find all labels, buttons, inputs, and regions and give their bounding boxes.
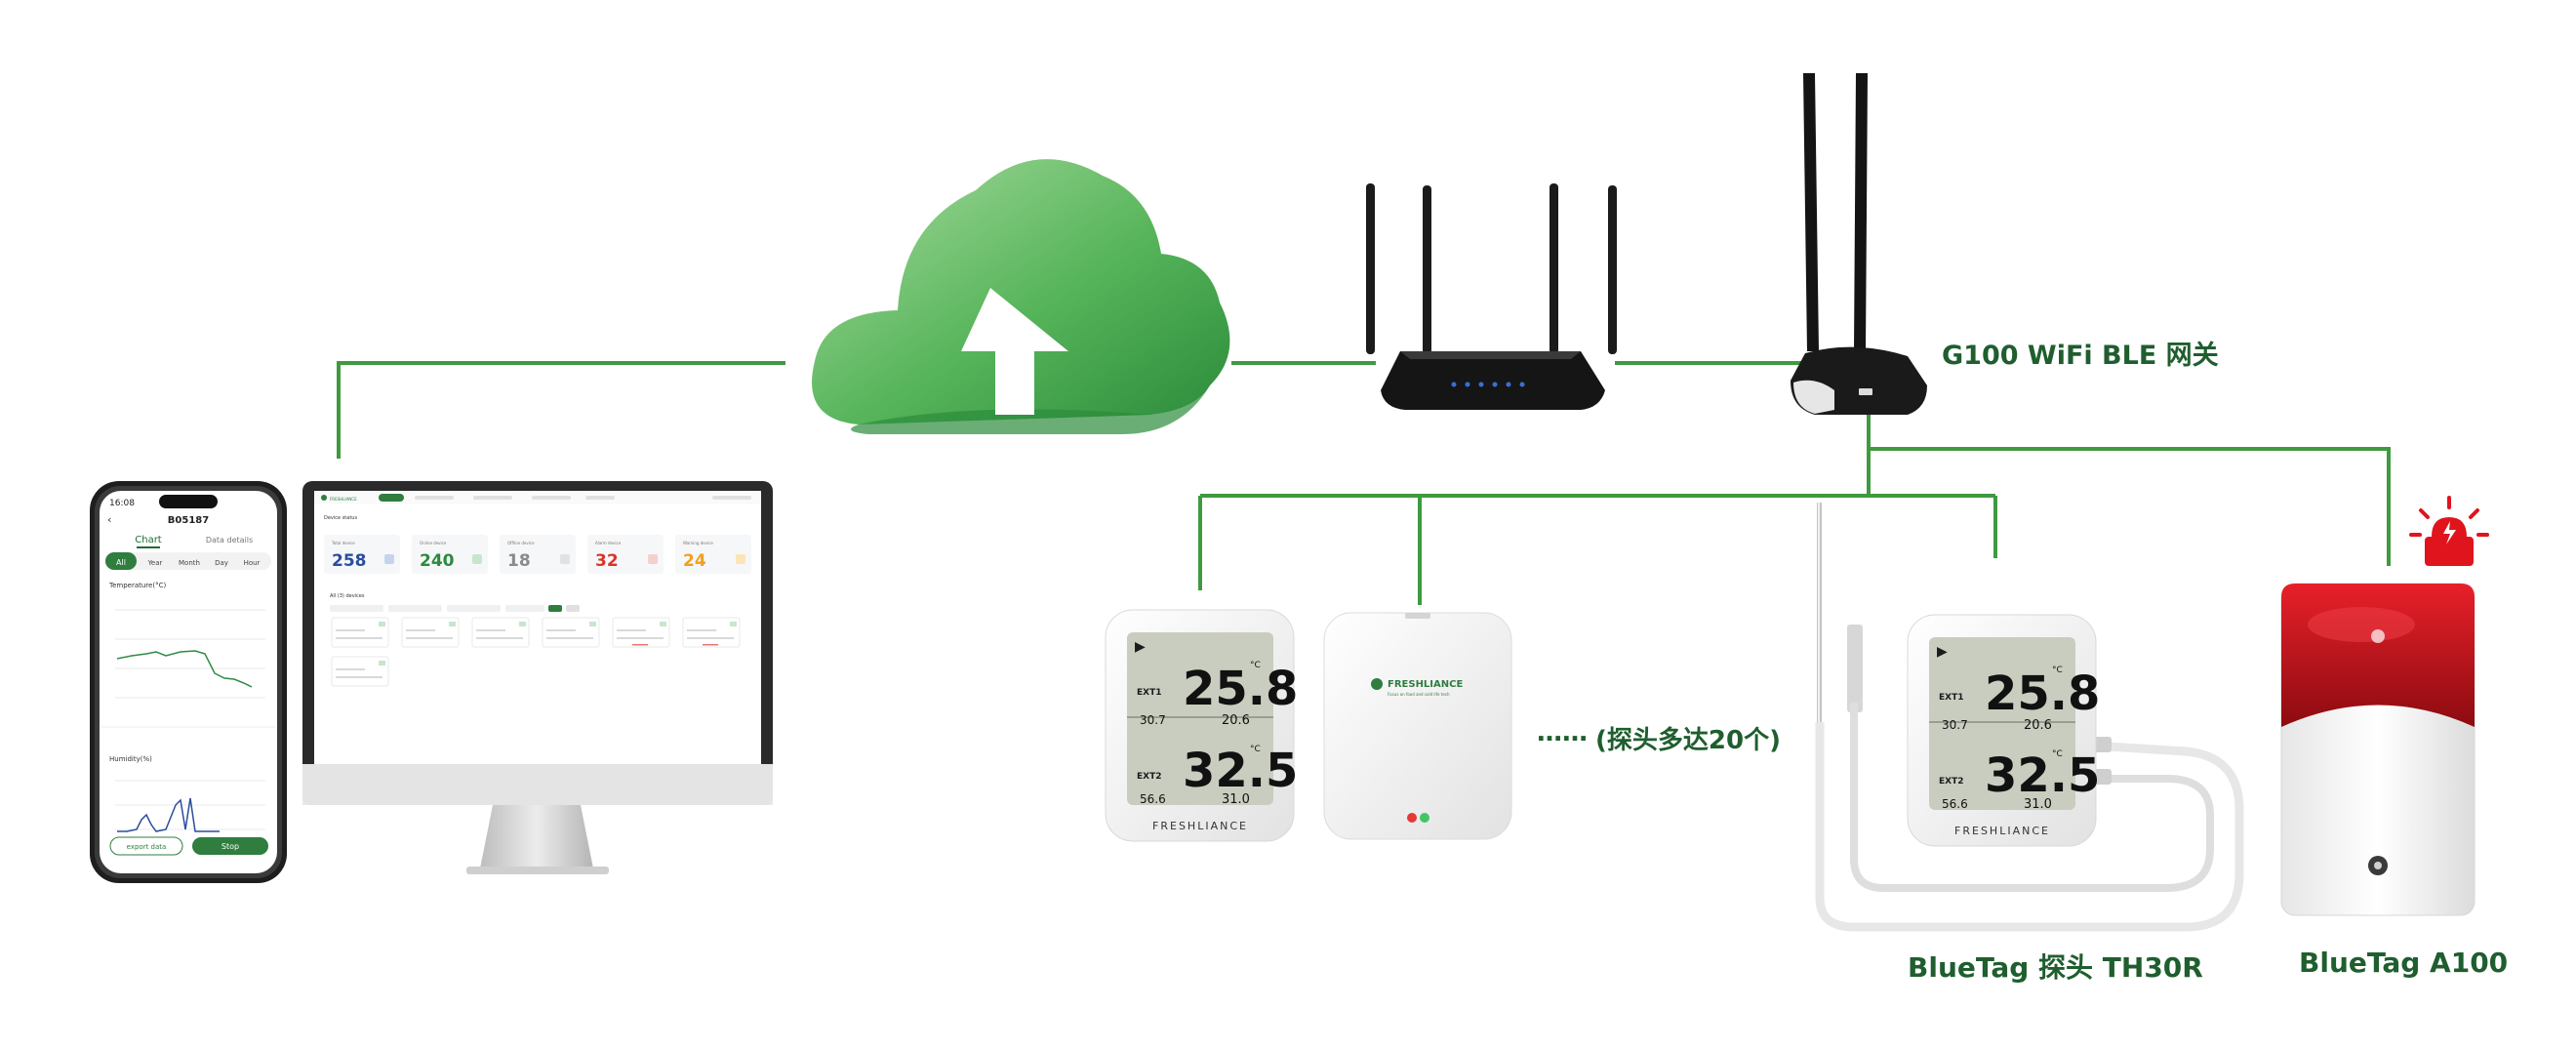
svg-text:31.0: 31.0 bbox=[2024, 797, 2052, 812]
probe-sensor-device: ▶ EXT1 25.8 °C 30.7 20.6 EXT2 32.5 °C 56… bbox=[1815, 503, 2244, 932]
stat-card: Offline device 18 bbox=[500, 535, 576, 574]
segment-month[interactable]: Month bbox=[179, 559, 200, 567]
dashboard-brand: FRESHLIANCE bbox=[330, 497, 357, 502]
sensor-device-left: ▶ EXT1 25.8 °C 30.7 20.6 EXT2 32.5 °C 56… bbox=[1105, 609, 1298, 842]
svg-text:Alarm device: Alarm device bbox=[595, 541, 622, 545]
svg-text:56.6: 56.6 bbox=[1942, 797, 1968, 811]
temperature-section: Temperature(°C) bbox=[108, 582, 166, 589]
tab-data-details[interactable]: Data details bbox=[206, 536, 253, 545]
svg-text:56.6: 56.6 bbox=[1140, 792, 1166, 806]
svg-text:FRESHLIANCE: FRESHLIANCE bbox=[1954, 825, 2050, 837]
device-status-heading: Device status bbox=[324, 515, 357, 521]
probe-ext2-temperature: 32.5 bbox=[1985, 748, 2100, 803]
alarm-label: BlueTag A100 bbox=[2299, 947, 2509, 979]
svg-text:EXT2: EXT2 bbox=[1939, 777, 1964, 787]
svg-text:°C: °C bbox=[1250, 661, 1261, 670]
probe-ext1-temperature: 25.8 bbox=[1985, 666, 2100, 721]
ext2-label: EXT2 bbox=[1137, 772, 1162, 782]
svg-text:°C: °C bbox=[2052, 749, 2063, 759]
segment-day[interactable]: Day bbox=[215, 559, 228, 567]
svg-text:Total device: Total device bbox=[331, 541, 355, 545]
beacon-brand: FRESHLIANCE bbox=[1388, 679, 1463, 690]
probe-sensor-label: BlueTag 探头 TH30R bbox=[1908, 951, 2203, 984]
stat-offline-value: 18 bbox=[507, 551, 531, 571]
tab-chart[interactable]: Chart bbox=[135, 535, 162, 545]
stat-card: Alarm device 32 bbox=[587, 535, 664, 574]
cloud-icon bbox=[812, 159, 1230, 434]
svg-text:30.7: 30.7 bbox=[1140, 713, 1166, 727]
phone-time: 16:08 bbox=[109, 499, 135, 508]
stat-online-value: 240 bbox=[420, 551, 455, 571]
svg-text:31.0: 31.0 bbox=[1222, 792, 1250, 807]
sensor-brand: FRESHLIANCE bbox=[1152, 820, 1248, 832]
ext1-temperature: 25.8 bbox=[1183, 662, 1298, 716]
monitor-device: FRESHLIANCE Device status Total device 2… bbox=[302, 481, 773, 874]
stat-alarm-value: 32 bbox=[595, 551, 619, 571]
svg-text:‹: ‹ bbox=[107, 513, 111, 526]
more-probes-dots: …… bbox=[1537, 718, 1588, 747]
phone-title: B05187 bbox=[168, 515, 209, 526]
ext2-temperature: 32.5 bbox=[1183, 744, 1298, 798]
gateway-label: G100 WiFi BLE 网关 bbox=[1942, 341, 2219, 371]
export-data-button[interactable]: export data bbox=[127, 843, 167, 851]
svg-text:Offline device: Offline device bbox=[507, 541, 535, 545]
phone-device: 16:08 B05187 ‹ Chart Data details All Ye… bbox=[90, 481, 287, 883]
svg-text:Warning device: Warning device bbox=[683, 541, 713, 545]
gateway-icon bbox=[1791, 73, 1927, 415]
device-list-heading: All (3) devices bbox=[330, 593, 365, 599]
svg-text:20.6: 20.6 bbox=[1222, 713, 1250, 728]
humidity-section: Humidity(%) bbox=[109, 755, 152, 763]
segment-all[interactable]: All bbox=[116, 558, 126, 567]
stat-card: Online device 240 bbox=[412, 535, 488, 574]
stop-button[interactable]: Stop bbox=[221, 842, 239, 851]
svg-text:30.7: 30.7 bbox=[1942, 718, 1968, 732]
svg-text:°C: °C bbox=[1250, 745, 1261, 754]
stat-warning-value: 24 bbox=[683, 551, 706, 571]
svg-text:EXT1: EXT1 bbox=[1939, 693, 1964, 703]
probe-count-note: (探头多达20个) bbox=[1595, 726, 1781, 755]
svg-text:20.6: 20.6 bbox=[2024, 718, 2052, 733]
ext1-label: EXT1 bbox=[1137, 688, 1162, 698]
stat-card: Total device 258 bbox=[324, 535, 400, 574]
temperature-line bbox=[116, 650, 253, 688]
stat-total-value: 258 bbox=[332, 551, 367, 571]
svg-text:▶: ▶ bbox=[1135, 639, 1146, 655]
beacon-tagline: Focus on food and cold life tech bbox=[1388, 692, 1450, 697]
humidity-line bbox=[117, 797, 220, 832]
segment-hour[interactable]: Hour bbox=[244, 559, 261, 567]
stat-card: Warning device 24 bbox=[675, 535, 751, 574]
alarm-device bbox=[2280, 496, 2489, 916]
segment-year[interactable]: Year bbox=[147, 559, 163, 567]
svg-text:°C: °C bbox=[2052, 666, 2063, 675]
svg-text:Online device: Online device bbox=[420, 541, 447, 545]
siren-icon bbox=[2409, 496, 2489, 566]
router-icon bbox=[1366, 183, 1617, 410]
svg-text:▶: ▶ bbox=[1937, 644, 1948, 660]
tree-icon bbox=[1371, 678, 1383, 690]
beacon-device: FRESHLIANCE Focus on food and cold life … bbox=[1323, 612, 1512, 840]
connection-lines bbox=[337, 361, 2391, 605]
